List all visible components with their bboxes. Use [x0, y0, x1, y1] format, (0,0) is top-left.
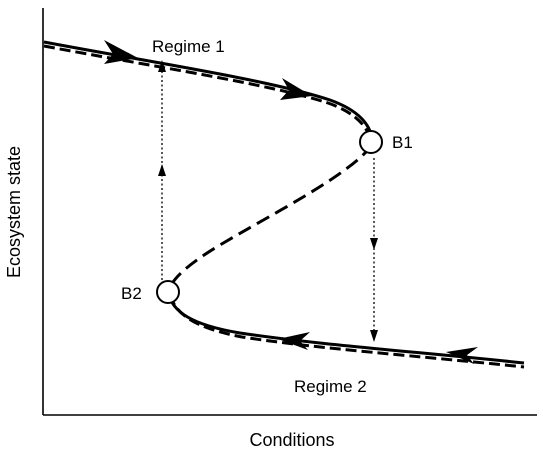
- lower-branch-dashed: [168, 294, 525, 369]
- b1-label: B1: [392, 133, 413, 152]
- unstable-branch-dashed: [166, 144, 374, 293]
- flow-arrow-upper-2: [280, 78, 312, 100]
- upper-branch-solid: [43, 40, 374, 143]
- flow-arrow-lower-1: [278, 332, 310, 350]
- b2-point: [156, 280, 180, 304]
- upper-branch-dashed: [43, 44, 372, 141]
- regime-1-label: Regime 1: [152, 37, 225, 56]
- transition-down-arrowhead-1: [370, 238, 378, 250]
- flow-arrow-lower-2: [446, 347, 478, 364]
- regime-2-label: Regime 2: [294, 377, 367, 396]
- transition-down-arrowhead-2: [370, 330, 378, 342]
- x-axis-title: Conditions: [249, 430, 334, 450]
- b2-label: B2: [121, 284, 142, 303]
- b1-point: [359, 130, 383, 154]
- transition-up-arrowhead-1: [158, 164, 166, 176]
- flow-arrow-upper-1: [104, 40, 138, 64]
- y-axis-title: Ecosystem state: [4, 146, 24, 278]
- transition-up-arrowhead-2: [158, 60, 166, 72]
